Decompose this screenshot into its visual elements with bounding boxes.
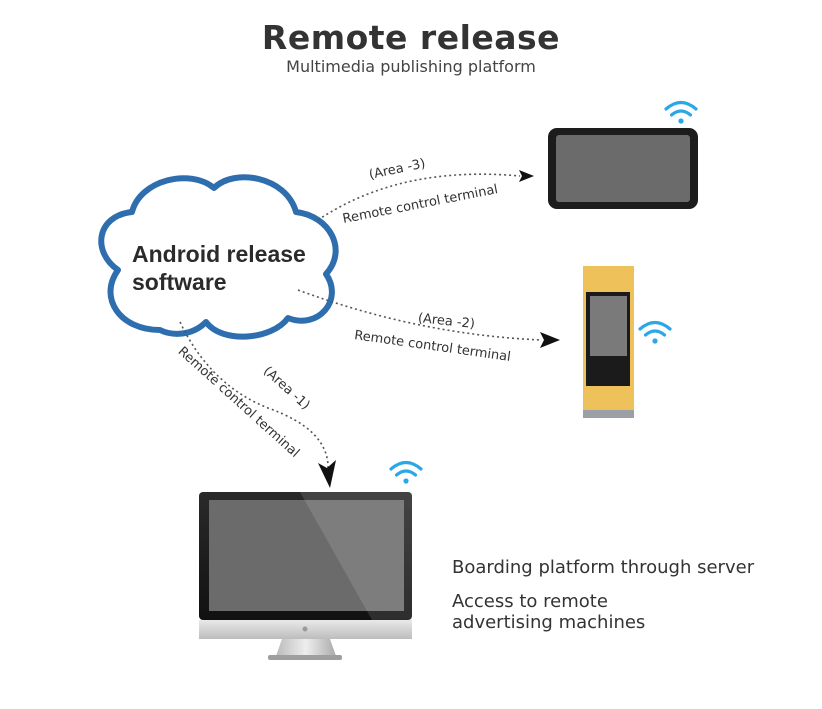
- caption-boarding: Boarding platform through server: [452, 557, 755, 578]
- wifi-icon: [389, 460, 423, 484]
- page-title: Remote release: [261, 18, 561, 57]
- cloud-icon: [98, 174, 339, 340]
- wifi-icon: [664, 100, 698, 124]
- area-2-terminal-label: Remote control terminal: [353, 328, 511, 365]
- area-1-terminal-label: Remote control terminal: [175, 344, 302, 461]
- monitor-device: [199, 492, 412, 660]
- area-3-label: (Area -3): [368, 156, 427, 183]
- connector-area-1: [179, 321, 329, 471]
- arrowhead-area-2: [540, 332, 560, 348]
- page-subtitle: Multimedia publishing platform: [286, 57, 536, 76]
- tablet-device: [548, 128, 698, 209]
- caption-access-line1: Access to remote: [452, 591, 608, 612]
- caption-access-line2: advertising machines: [452, 612, 646, 633]
- cloud-label: Android release software: [132, 240, 306, 296]
- area-2-label: (Area -2): [417, 311, 475, 332]
- cloud-label-line2: software: [132, 269, 227, 295]
- wifi-icon: [638, 320, 672, 344]
- area-1-label: (Area -1): [260, 364, 313, 413]
- area-3-terminal-label: Remote control terminal: [341, 182, 499, 227]
- caption-access: Access to remote advertising machines: [452, 591, 645, 633]
- arrowhead-area-1: [318, 460, 336, 488]
- kiosk-device: [583, 266, 634, 418]
- cloud-label-line1: Android release: [132, 241, 306, 267]
- arrowhead-area-3: [519, 170, 534, 182]
